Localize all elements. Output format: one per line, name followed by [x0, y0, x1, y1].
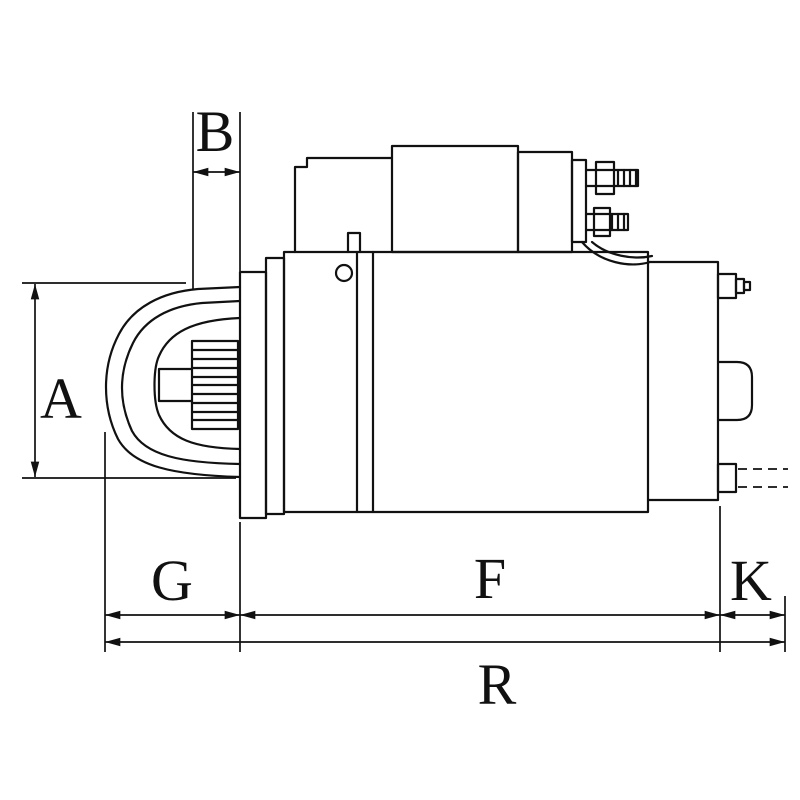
bracket-opening-contour [153, 316, 242, 451]
terminal-stud-bottom [584, 206, 630, 238]
solenoid-end-plate [570, 158, 588, 244]
bracket-outer-contour [104, 285, 242, 479]
flange-plate-front [238, 270, 268, 520]
dimension-a: A [22, 282, 236, 479]
dimension-bottom-row: G F K [104, 432, 786, 652]
terminal-stud-top [584, 160, 640, 196]
body-outline [282, 250, 650, 514]
dim-label-k: K [730, 548, 772, 613]
top-left-step-contour [293, 156, 394, 254]
solenoid-rear-block [516, 150, 574, 254]
solenoid-front-block [390, 144, 520, 254]
dim-label-g: G [151, 548, 193, 613]
end-cap-bottom-stub [716, 462, 738, 494]
gear-shaft [157, 367, 194, 403]
dim-label-r: R [478, 652, 517, 717]
motor-body [282, 156, 650, 514]
dimension-b: B [192, 99, 241, 289]
dim-label-f: F [474, 546, 506, 611]
flange-plate-rear [264, 256, 286, 516]
mounting-flange [238, 256, 286, 520]
dim-label-a: A [40, 366, 82, 431]
end-cap-middle-boss [716, 360, 754, 422]
gear-teeth [190, 348, 240, 422]
dimension-r: R [105, 637, 785, 717]
bracket-inner-contour [120, 299, 242, 466]
end-cap-top-stub [716, 272, 752, 300]
solenoid [390, 144, 654, 266]
pinion-gear [157, 339, 240, 431]
top-rib [346, 231, 362, 254]
solenoid-strap [580, 240, 654, 266]
drive-end-bracket [104, 285, 242, 479]
end-cap [646, 260, 788, 502]
housing-hole [334, 263, 354, 283]
dim-label-b: B [196, 99, 235, 164]
end-cap-outline [646, 260, 720, 502]
